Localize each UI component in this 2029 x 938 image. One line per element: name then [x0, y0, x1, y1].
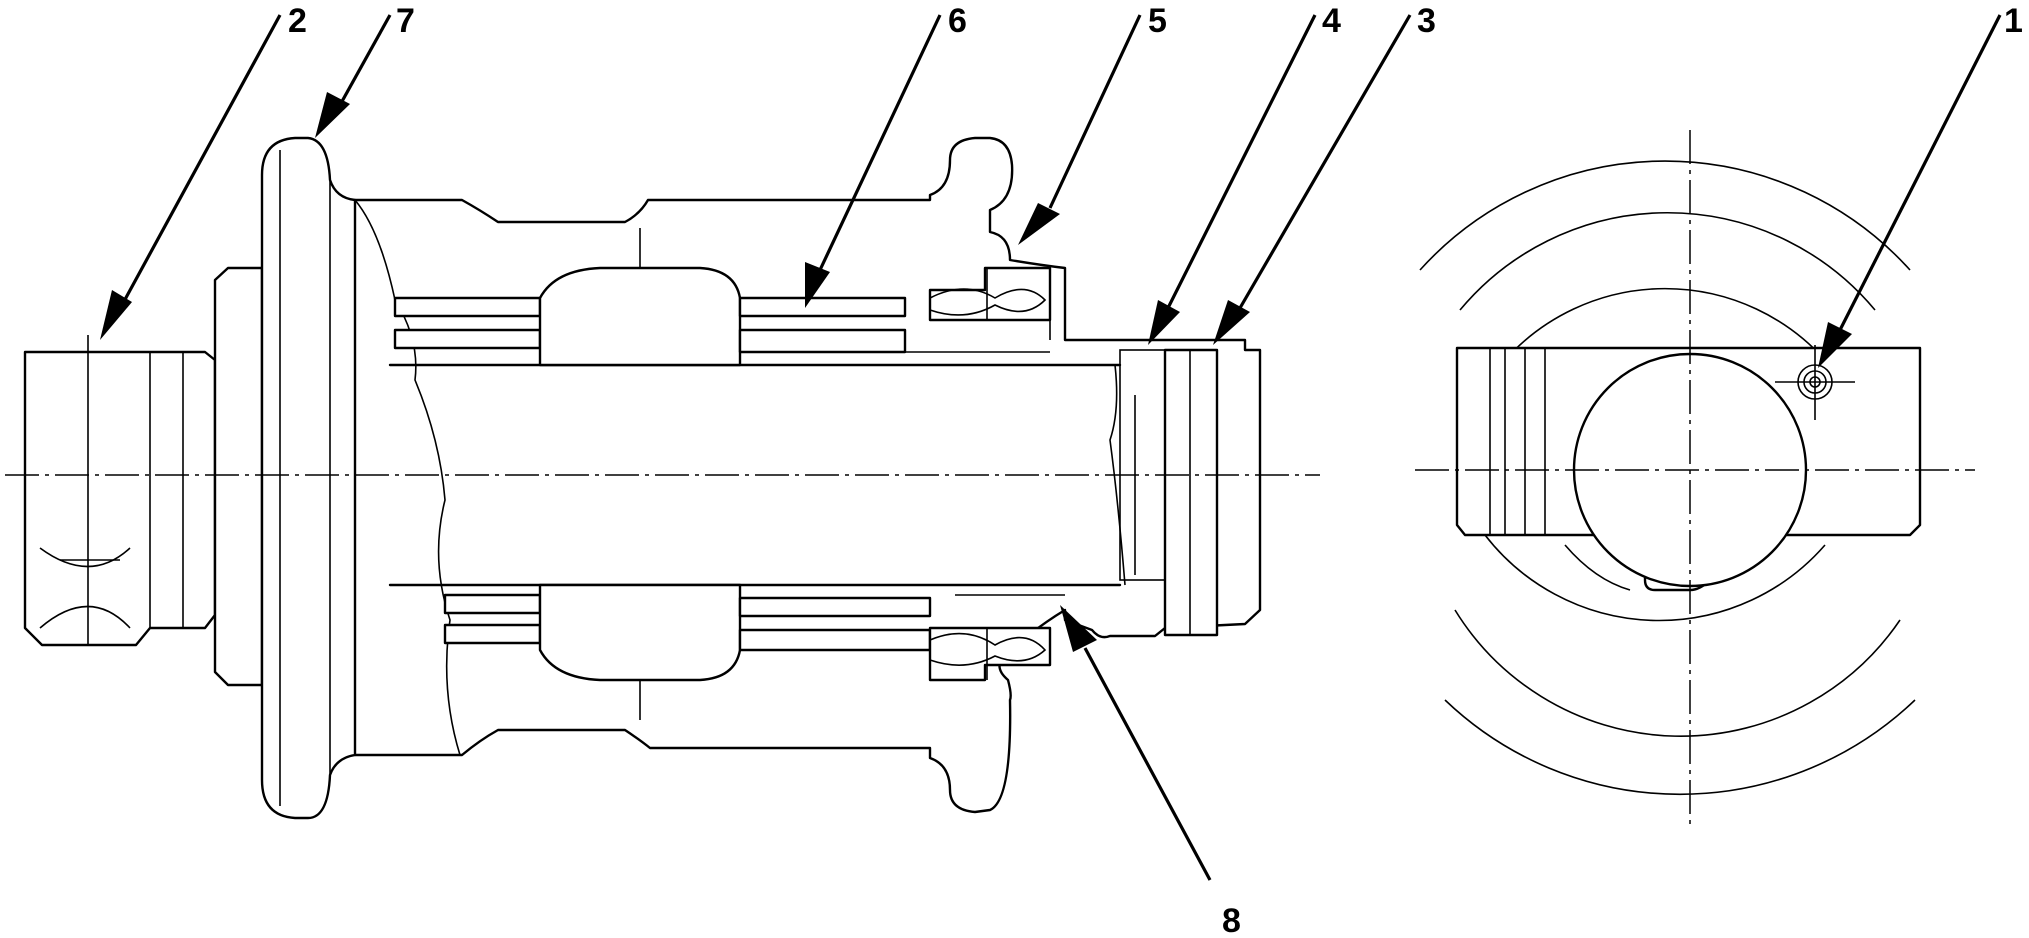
upper-bushing [393, 228, 907, 367]
leader-3 [1238, 14, 1412, 309]
callout-2: 2 [288, 2, 307, 40]
callout-leaders [100, 14, 2002, 881]
leader-7 [338, 14, 392, 106]
leader-6 [818, 14, 942, 271]
leader-4 [1166, 14, 1317, 309]
lower-bushing [443, 583, 932, 720]
side-section-view [5, 136, 1320, 820]
upper-floating-seal [905, 266, 1052, 353]
shaft [388, 363, 1126, 587]
callout-6: 6 [948, 2, 967, 40]
lower-floating-seal [928, 594, 1065, 682]
leader-2 [120, 14, 282, 306]
callout-5: 5 [1148, 2, 1167, 40]
left-collar [213, 266, 264, 687]
roller-body-outline [353, 136, 1262, 814]
break-line [354, 199, 461, 756]
leader-1 [1838, 14, 2002, 331]
left-flange [260, 136, 357, 820]
end-view [1415, 130, 1975, 830]
callout-3: 3 [1417, 2, 1436, 40]
leader-5 [1048, 14, 1142, 209]
callout-1: 1 [2004, 2, 2023, 40]
leader-8 [1083, 647, 1212, 881]
callout-7: 7 [396, 2, 415, 40]
callout-numbers: 2 7 6 5 4 3 1 8 [288, 2, 2023, 938]
right-end-collar [1119, 348, 1219, 637]
callout-4: 4 [1322, 2, 1341, 40]
callout-8: 8 [1222, 902, 1241, 938]
left-end-bracket [23, 335, 217, 647]
